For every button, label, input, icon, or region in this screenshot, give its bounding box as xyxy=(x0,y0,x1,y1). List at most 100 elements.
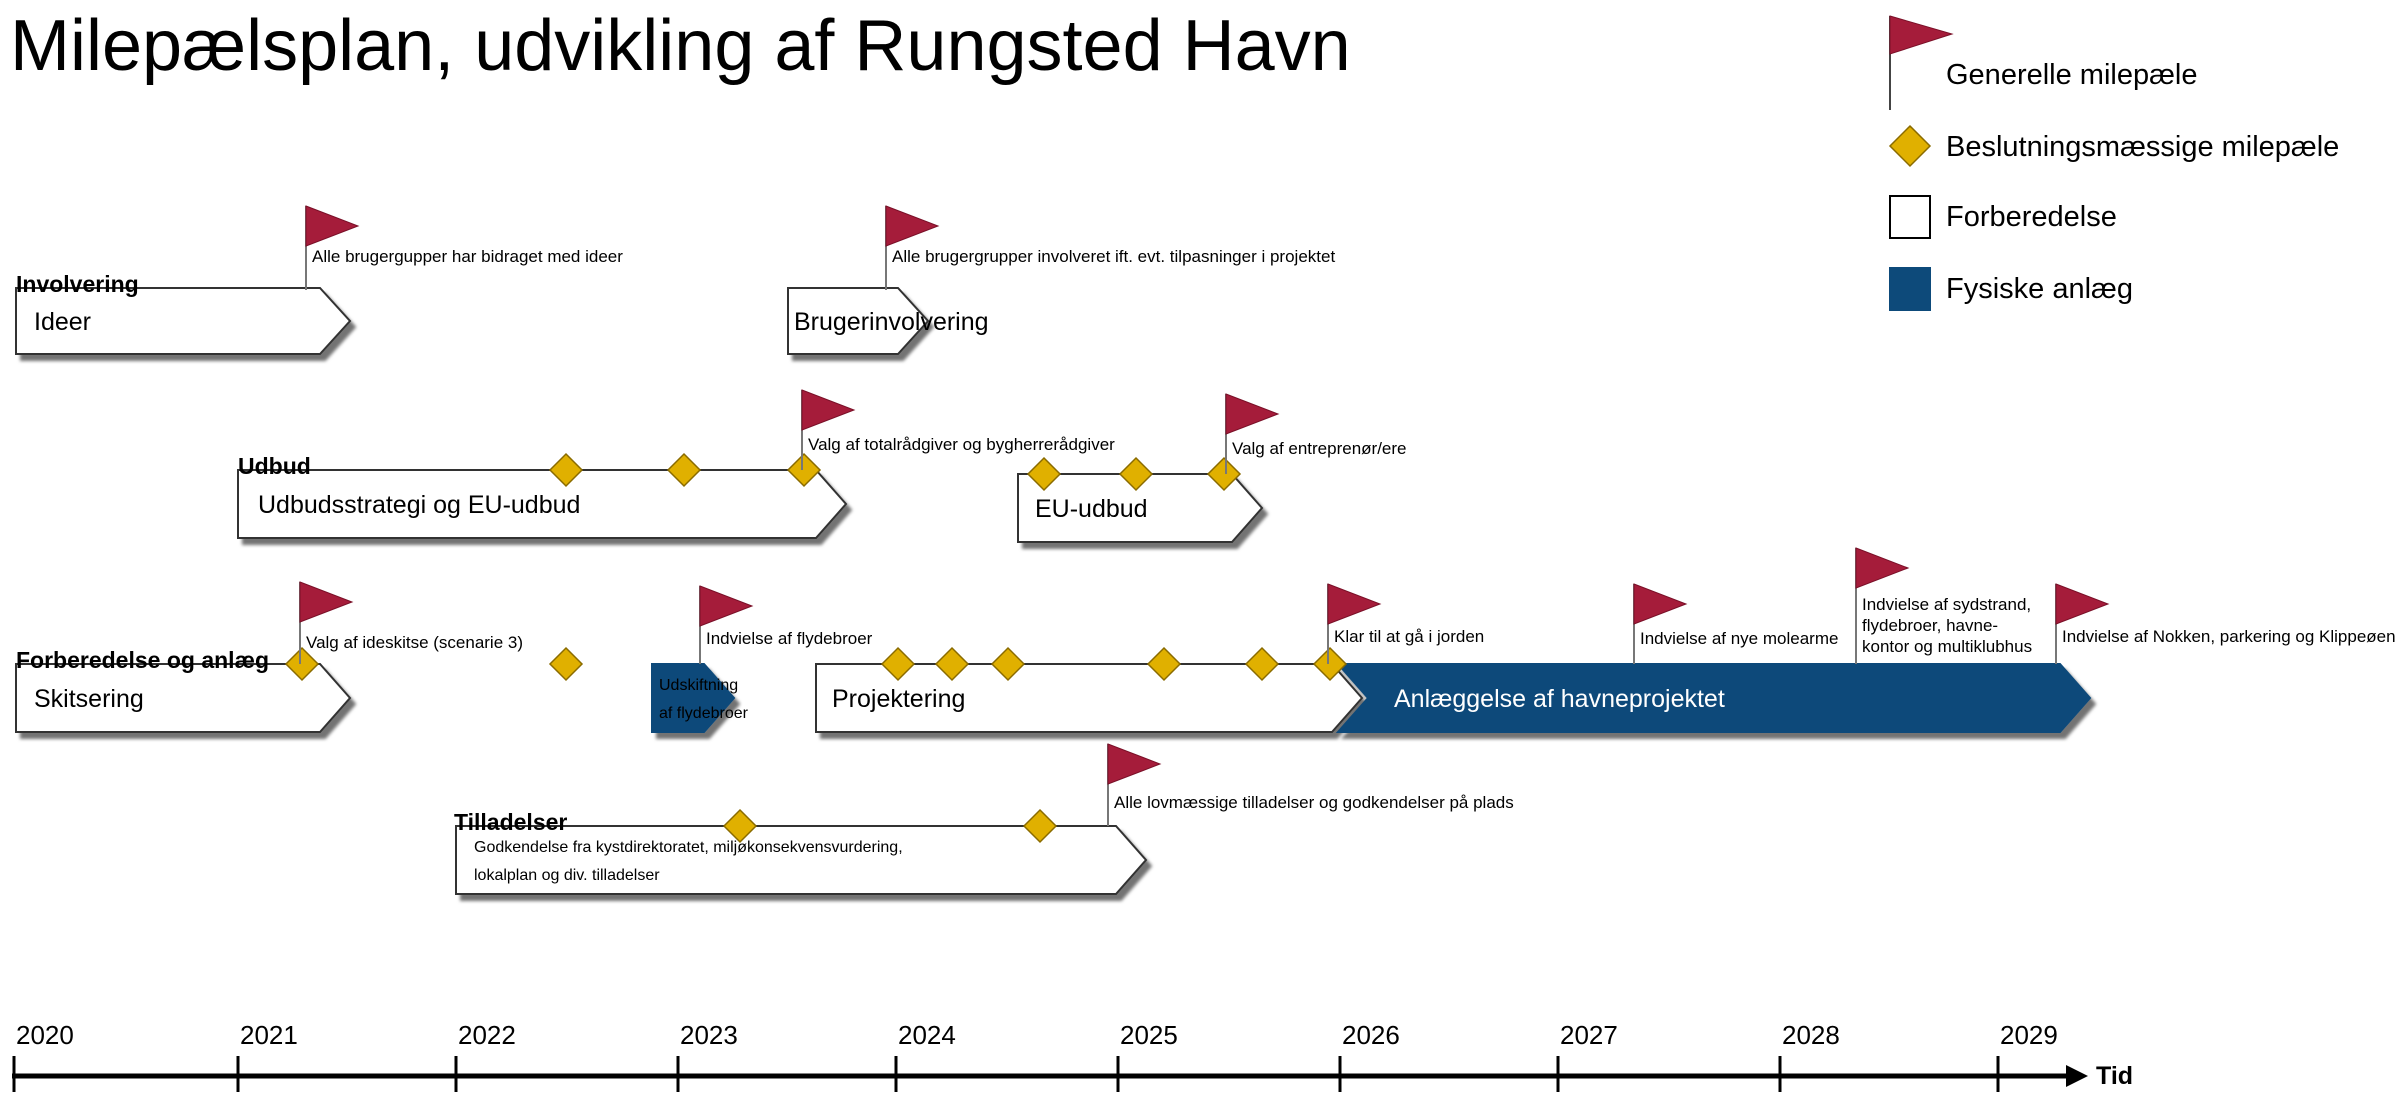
milestone-f-bruger: Alle brugergrupper involveret ift. evt. … xyxy=(885,205,1335,290)
decision-diamond-icon xyxy=(1118,456,1154,492)
axis-year-label: 2022 xyxy=(458,1020,516,1050)
bar-label-line: lokalplan og div. tilladelser xyxy=(474,867,660,884)
axis-year-label: 2024 xyxy=(898,1020,956,1050)
milestone-label: Valg af ideskitse (scenarie 3) xyxy=(306,633,523,652)
decision-diamond-icon xyxy=(880,646,916,682)
flag-icon xyxy=(1855,547,1910,589)
decision-diamond-icon xyxy=(722,808,758,844)
bar-udbudsstrategi: Udbudsstrategi og EU-udbud xyxy=(237,469,848,539)
legend-label: Fysiske anlæg xyxy=(1946,273,2133,305)
decision-diamond-icon xyxy=(548,646,584,682)
milestone-label: Indvielse af nye molearme xyxy=(1640,629,1838,648)
decision-diamond-icon xyxy=(548,452,584,488)
bar-label-line: Udskiftning xyxy=(659,677,738,694)
decision-diamond-icon xyxy=(1206,456,1242,492)
axis-year-label: 2028 xyxy=(1782,1020,1840,1050)
decision-diamond-icon xyxy=(990,646,1026,682)
decision-diamond-icon xyxy=(1312,646,1348,682)
milestone-label: flydebroer, havne- xyxy=(1862,616,1998,635)
bar-anlaeggelse: Anlæggelse af havneprojektet xyxy=(1335,663,2092,733)
lane-label-involvering: Involvering xyxy=(16,271,139,297)
decision-diamond-icon xyxy=(1026,456,1062,492)
axis-year-label: 2021 xyxy=(240,1020,298,1050)
bar-brugerinvolvering: Brugerinvolvering xyxy=(787,287,989,355)
flag-icon xyxy=(1633,583,1688,625)
axis-year-label: 2026 xyxy=(1342,1020,1400,1050)
legend-white-box-icon xyxy=(1889,195,1931,239)
bar-shape xyxy=(15,663,352,733)
milestone-f-totalraadgiver: Valg af totalrådgiver og bygherrerådgive… xyxy=(801,389,1115,470)
milestone-label: Alle lovmæssige tilladelser og godkendel… xyxy=(1114,793,1514,812)
legend-label: Forberedelse xyxy=(1946,201,2117,233)
flag-icon xyxy=(1327,583,1382,625)
legend-flag-icon xyxy=(1889,15,1954,55)
decision-diamond-icon xyxy=(666,452,702,488)
milestone-f-sydstrand: Indvielse af sydstrand, flydebroer, havne… xyxy=(1855,547,2032,664)
bar-udskiftning: Udskiftning af flydebroer xyxy=(651,663,749,733)
milestone-label: Alle brugergupper har bidraget med ideer xyxy=(312,247,623,266)
legend-diamond-icon xyxy=(1888,124,1932,168)
milestone-label: kontor og multiklubhus xyxy=(1862,637,2032,656)
flag-icon xyxy=(885,205,940,247)
milestone-label: Valg af entreprenør/ere xyxy=(1232,439,1407,458)
milestone-f-flydebroer: Indvielse af flydebroer xyxy=(699,585,873,664)
bar-label: Skitsering xyxy=(34,685,144,713)
axis-year-label: 2029 xyxy=(2000,1020,2058,1050)
axis-arrow-icon xyxy=(2066,1065,2088,1087)
bar-godkendelse: Godkendelse fra kystdirektoratet, miljøk… xyxy=(455,825,1148,895)
bar-shape xyxy=(651,663,736,733)
axis-year-label: 2023 xyxy=(680,1020,738,1050)
lane-label-udbud: Udbud xyxy=(238,453,311,479)
milestone-label: Valg af totalrådgiver og bygherrerådgive… xyxy=(808,435,1115,454)
decision-diamond-icon xyxy=(786,452,822,488)
bar-shape xyxy=(455,825,1148,895)
milestone-label: Klar til at gå i jorden xyxy=(1334,627,1484,646)
axis-year-label: 2025 xyxy=(1120,1020,1178,1050)
milestone-label: Indvielse af flydebroer xyxy=(706,629,873,648)
milestone-label: Indvielse af sydstrand, xyxy=(1862,595,2031,614)
milestone-f-ideskitse: Valg af ideskitse (scenarie 3) xyxy=(299,581,523,664)
bar-skitsering: Skitsering xyxy=(15,663,352,733)
decision-diamond-icon xyxy=(284,646,320,682)
milestone-f-nokken: Indvielse af Nokken, parkering og Klippe… xyxy=(2055,583,2396,664)
flag-icon xyxy=(299,581,354,623)
bar-label: Brugerinvolvering xyxy=(794,308,989,336)
decision-diamond-icon xyxy=(934,646,970,682)
bar-shape xyxy=(787,287,930,355)
milestone-f-ideer: Alle brugergupper har bidraget med ideer xyxy=(305,205,623,290)
flag-icon xyxy=(1107,743,1162,785)
flag-icon xyxy=(305,205,360,247)
bar-label: Udbudsstrategi og EU-udbud xyxy=(258,491,580,519)
bar-shape xyxy=(237,469,848,539)
milestone-f-molearme: Indvielse af nye molearme xyxy=(1633,583,1838,664)
bar-eu-udbud: EU-udbud xyxy=(1017,473,1264,543)
bar-label: EU-udbud xyxy=(1035,495,1148,523)
flag-icon xyxy=(699,585,754,627)
bar-shape xyxy=(1335,663,2092,733)
bar-ideer: Ideer xyxy=(15,287,352,355)
lane-label-forberedelse: Forberedelse og anlæg xyxy=(16,647,269,673)
legend-label: Generelle milepæle xyxy=(1946,59,2197,91)
axis-year-label: 2020 xyxy=(16,1020,74,1050)
axis-end-label: Tid xyxy=(2096,1062,2133,1090)
bar-label: Ideer xyxy=(34,308,91,336)
bar-projektering: Projektering xyxy=(815,663,1364,733)
decision-diamond-icon xyxy=(1022,808,1058,844)
milestone-f-klar: Klar til at gå i jorden xyxy=(1327,583,1484,664)
legend-blue-box-icon xyxy=(1889,267,1931,311)
axis-year-label: 2027 xyxy=(1560,1020,1618,1050)
flag-icon xyxy=(1225,393,1280,435)
decision-diamond-icon xyxy=(1146,646,1182,682)
legend-label: Beslutningsmæssige milepæle xyxy=(1946,131,2339,163)
milestone-label: Indvielse af Nokken, parkering og Klippe… xyxy=(2062,627,2396,646)
flag-icon xyxy=(2055,583,2110,625)
flag-icon xyxy=(801,389,856,431)
milestone-f-tilladelser: Alle lovmæssige tilladelser og godkendel… xyxy=(1107,743,1514,826)
bar-label: Anlæggelse af havneprojektet xyxy=(1394,685,1725,713)
lane-label-tilladelser: Tilladelser xyxy=(454,809,567,835)
bar-label-line: af flydebroer xyxy=(659,705,749,722)
bar-shape xyxy=(15,287,352,355)
